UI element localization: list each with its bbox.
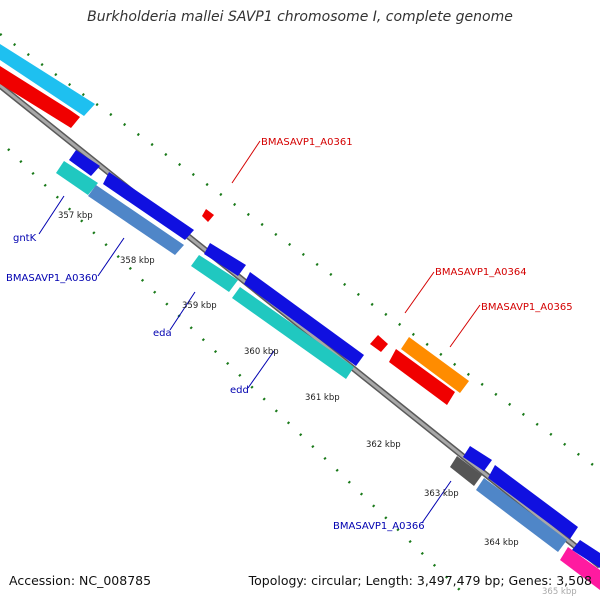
gene-cyan-gntk <box>56 161 98 195</box>
gene-label-a0365: BMASAVP1_A0365 <box>481 302 573 313</box>
gene-cyan-edd <box>232 287 354 379</box>
kbp-tick-label: 358 kbp <box>120 256 155 266</box>
gene-red-topleft <box>0 66 80 128</box>
map-title: Burkholderia mallei SAVP1 chromosome I, … <box>87 9 513 25</box>
outer-tick-ring <box>0 32 600 472</box>
gene-blue-large-1 <box>103 172 194 240</box>
leader-a0360 <box>97 237 125 277</box>
kbp-tick-label: 363 kbp <box>424 489 459 499</box>
accession-text: Accession: NC_008785 <box>9 573 152 588</box>
gene-blue-large-3 <box>488 465 578 539</box>
gene-label-a0361: BMASAVP1_A0361 <box>261 137 353 148</box>
gene-blue-small-1 <box>69 150 100 176</box>
gene-label-eda: eda <box>153 328 172 339</box>
gene-label-a0364: BMASAVP1_A0364 <box>435 267 527 278</box>
gene-steel-1 <box>88 185 184 255</box>
leader-a0365 <box>449 304 481 348</box>
kbp-tick-label: 365 kbp <box>542 587 577 597</box>
gene-red-a0364 <box>370 335 388 352</box>
kbp-tick-label: 364 kbp <box>484 538 519 548</box>
topology-text: Topology: circular; Length: 3,497,479 bp… <box>248 573 592 588</box>
gene-label-a0366: BMASAVP1_A0366 <box>333 521 425 532</box>
kbp-tick-label: 359 kbp <box>182 301 217 311</box>
leader-a0364 <box>404 271 435 314</box>
gene-magenta-right-edge <box>560 547 600 590</box>
gene-red-right <box>389 349 455 405</box>
leader-a0361 <box>231 140 261 184</box>
kbp-tick-label: 357 kbp <box>58 211 93 221</box>
gene-label-a0360: BMASAVP1_A0360 <box>6 273 98 284</box>
gene-gray-a0366 <box>450 456 482 486</box>
leader-eda <box>169 291 196 331</box>
gene-label-edd: edd <box>230 385 249 396</box>
gene-orange-a0365 <box>401 337 469 393</box>
gene-blue-small-3 <box>463 446 492 471</box>
gene-cyan-topleft <box>0 44 95 116</box>
kbp-tick-label: 361 kbp <box>305 393 340 403</box>
leader-a0366 <box>421 480 452 524</box>
gene-blue-right-edge <box>572 540 600 568</box>
gene-cyan-eda <box>191 255 238 292</box>
gene-blue-small-2 <box>204 243 246 276</box>
gene-steel-2 <box>476 478 567 552</box>
gene-label-gntk: gntK <box>13 233 37 244</box>
kbp-tick-label: 362 kbp <box>366 440 401 450</box>
leader-edd <box>247 350 275 389</box>
kbp-tick-label: 360 kbp <box>244 347 279 357</box>
gene-blue-large-2 <box>244 272 364 366</box>
leader-gntk <box>38 195 65 235</box>
gene-red-a0361 <box>202 209 214 222</box>
